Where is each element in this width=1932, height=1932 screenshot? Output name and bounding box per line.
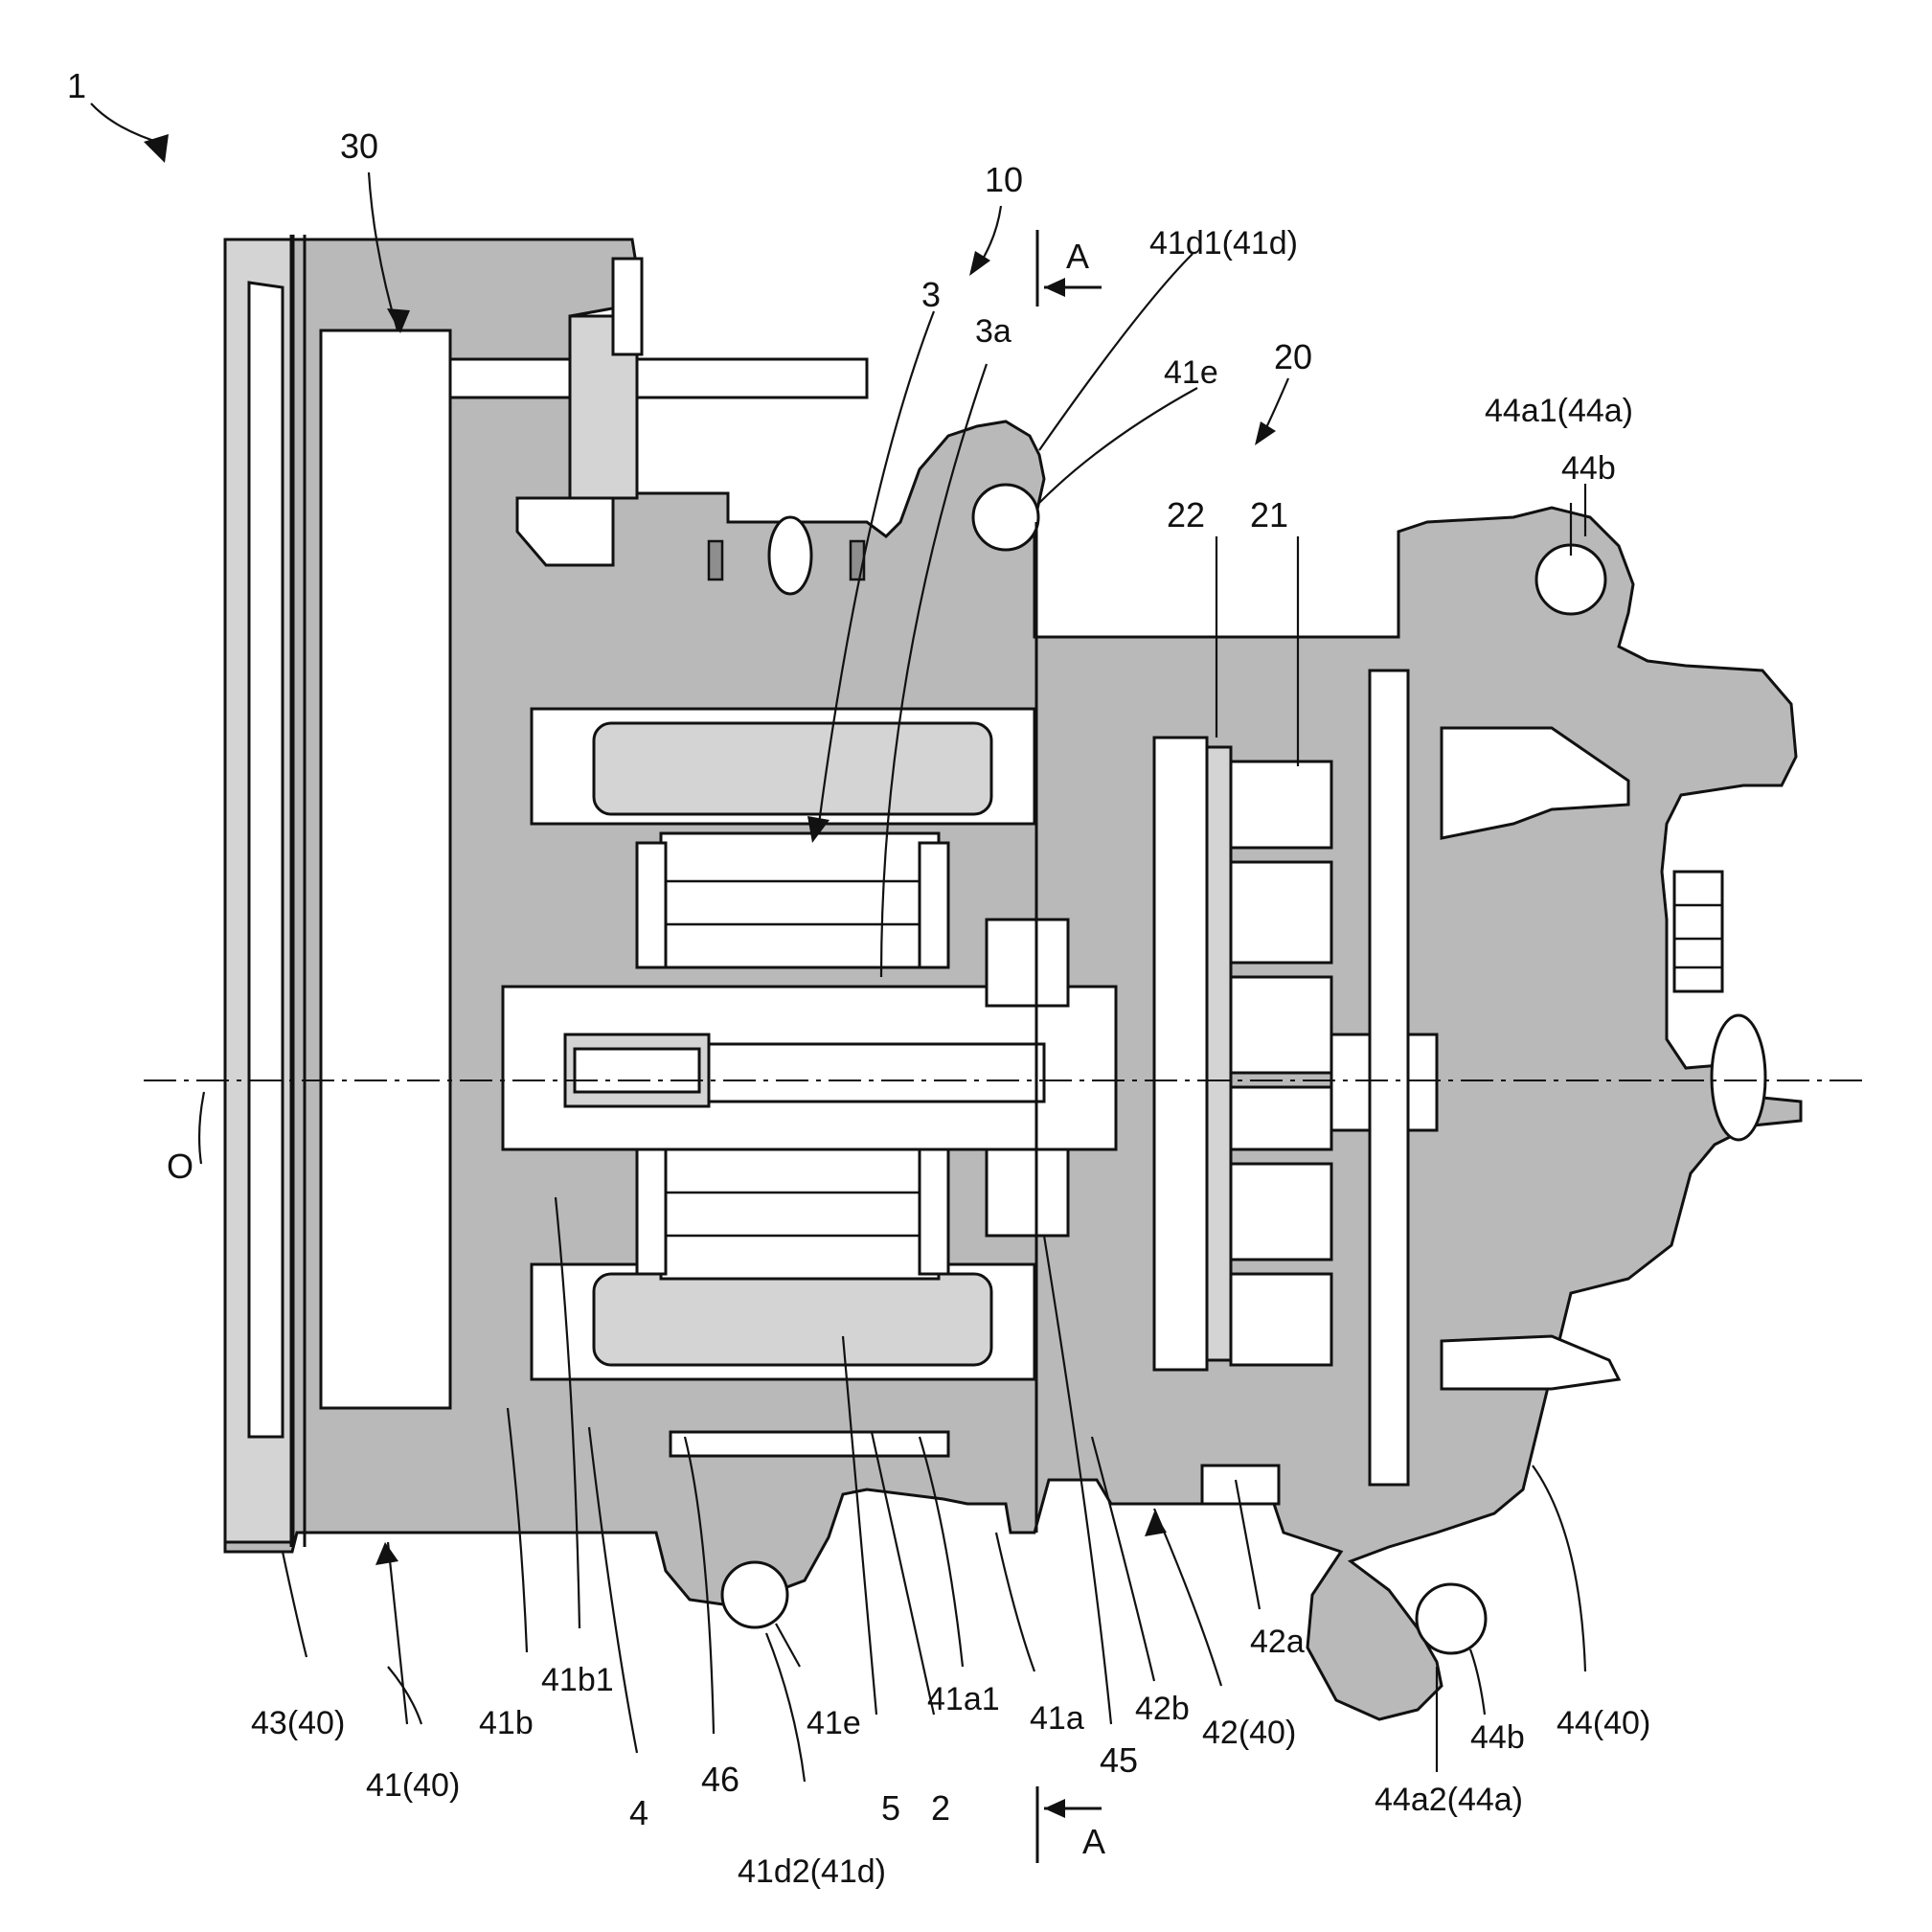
label-42b: 42b (1135, 1691, 1190, 1727)
label-44b-top: 44b (1561, 450, 1616, 487)
label-42-40: 42(40) (1202, 1715, 1296, 1751)
label-44b-bottom: 44b (1470, 1719, 1525, 1756)
label-2: 2 (931, 1788, 950, 1828)
label-21: 21 (1250, 495, 1288, 534)
label-45: 45 (1100, 1740, 1138, 1780)
label-41e-top: 41e (1164, 354, 1218, 391)
label-4: 4 (629, 1793, 648, 1832)
label-41a: 41a (1030, 1700, 1084, 1737)
label-41e-bottom: 41e (807, 1705, 861, 1741)
label-3a: 3a (975, 313, 1011, 350)
label-5: 5 (881, 1788, 900, 1828)
label-42a: 42a (1250, 1624, 1305, 1660)
label-44a1: 44a1(44a) (1485, 393, 1633, 429)
label-41-40: 41(40) (366, 1767, 460, 1804)
label-section-a-bottom: A (1082, 1822, 1105, 1861)
label-41b: 41b (479, 1705, 534, 1741)
label-44-40: 44(40) (1557, 1705, 1650, 1741)
label-1: 1 (67, 66, 86, 105)
label-30: 30 (340, 126, 378, 166)
label-43-40: 43(40) (251, 1705, 345, 1741)
label-O: O (167, 1147, 193, 1186)
label-46: 46 (701, 1760, 739, 1799)
label-41a1: 41a1 (927, 1681, 1000, 1717)
label-22: 22 (1167, 495, 1205, 534)
label-20: 20 (1274, 337, 1312, 376)
label-3: 3 (921, 275, 941, 314)
label-41d2: 41d2(41d) (738, 1853, 886, 1890)
label-section-a-top: A (1066, 237, 1089, 276)
label-44a2: 44a2(44a) (1375, 1782, 1523, 1818)
label-41b1: 41b1 (541, 1662, 614, 1698)
label-41d1: 41d1(41d) (1149, 225, 1298, 261)
label-10: 10 (985, 160, 1023, 199)
